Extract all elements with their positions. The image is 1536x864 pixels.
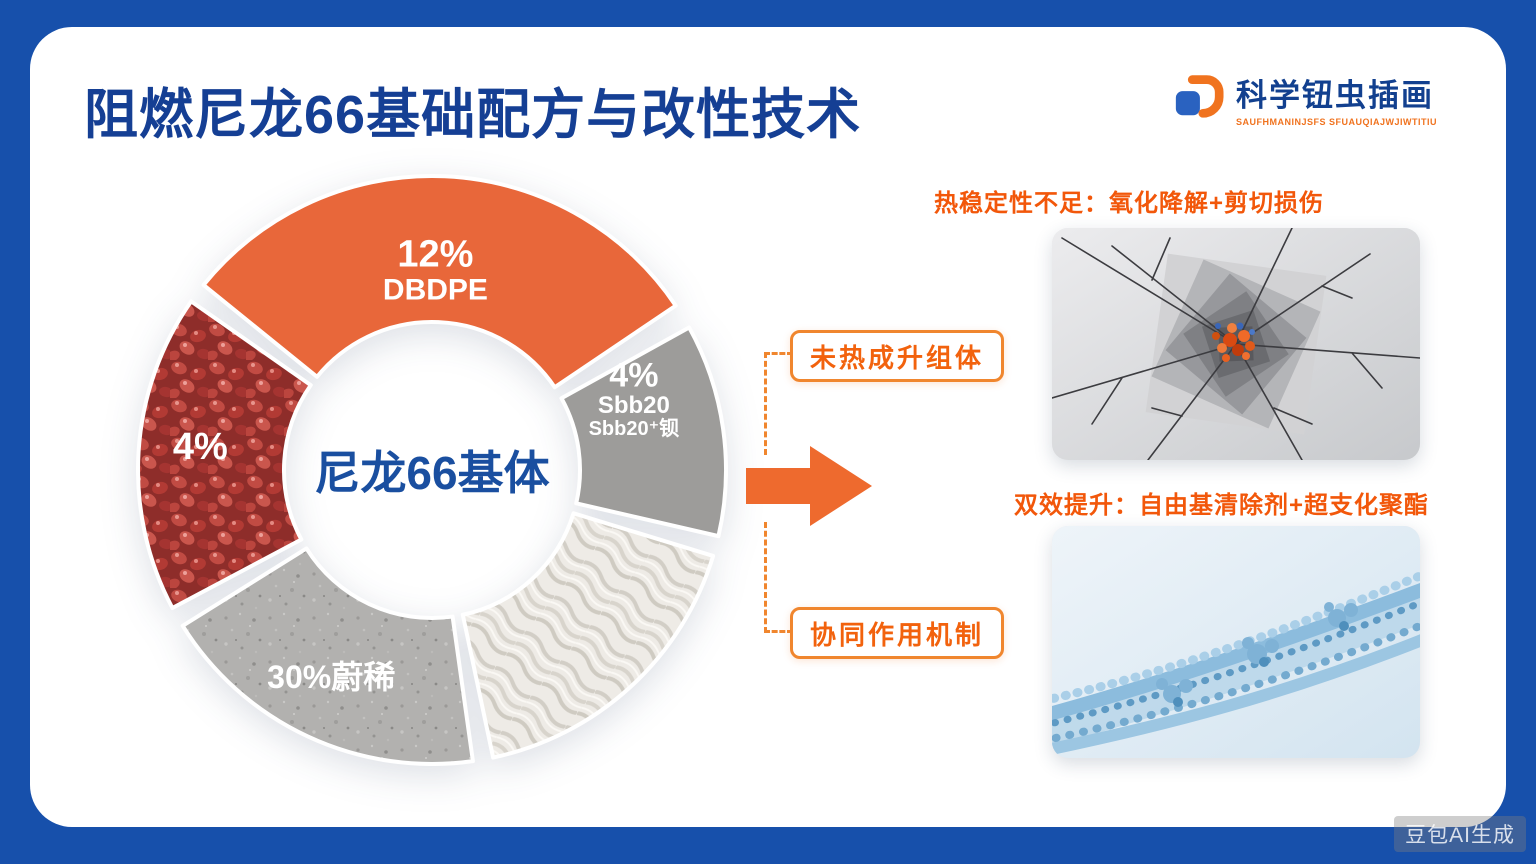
connector-line-bottom: [764, 522, 793, 633]
caption-dual-improvement: 双效提升：自由基清除剂+超支化聚酯: [1014, 492, 1430, 519]
logo-icon: [1172, 70, 1224, 122]
polymer-fiber-image: [1052, 526, 1420, 758]
caption-thermal-instability: 热稳定性不足：氧化降解+剪切损伤: [934, 190, 1325, 217]
donut-segment-pellets: [136, 299, 313, 611]
logo-subtitle: SAUFHMANINJSFS SFUAUQIAJWJIWTITIU: [1236, 117, 1437, 127]
connector-line-top: [764, 352, 793, 455]
flow-arrow-icon: [746, 446, 872, 526]
logo: 科学钮虫插画 SAUFHMANINJSFS SFUAUQIAJWJIWTITIU: [1172, 70, 1437, 127]
donut-label-dbdpe: 12%DBDPE: [383, 233, 488, 306]
donut-label-pellets: 4%: [173, 426, 228, 468]
flow-box-synergy: 协同作用机制: [790, 607, 1004, 659]
watermark: 豆包AI生成: [1394, 816, 1526, 852]
donut-center-label: 尼龙66基体: [314, 447, 550, 499]
page-title: 阻燃尼龙66基础配方与改性技术: [84, 85, 862, 145]
donut-segment-dbdpe: [201, 174, 678, 390]
flow-box-thermal: 未热成升组体: [790, 330, 1004, 382]
cracked-material-image: [1052, 228, 1420, 460]
donut-segment-sbb20: [559, 325, 728, 539]
donut-segment-filler: [180, 546, 475, 766]
donut-label-filler: 30%蔚稀: [267, 659, 395, 695]
logo-name: 科学钮虫插画: [1236, 78, 1434, 113]
donut-segment-fiber: [460, 511, 716, 760]
